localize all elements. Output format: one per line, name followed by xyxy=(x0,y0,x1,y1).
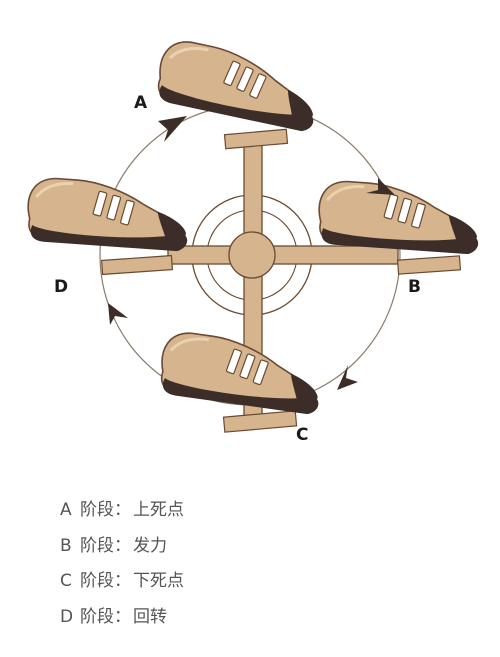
legend-description: 回转 xyxy=(133,606,167,627)
legend-description: 发力 xyxy=(133,535,167,556)
legend-description: 上死点 xyxy=(133,500,184,520)
pedal-icon xyxy=(223,128,289,150)
pedal-icon xyxy=(396,255,462,275)
legend-item-a: A 阶段：上死点 xyxy=(60,498,184,534)
crank-hub xyxy=(228,231,276,279)
shoe-icon xyxy=(315,178,484,257)
pedal-icon xyxy=(100,254,174,276)
pedal-icon xyxy=(222,410,298,433)
shoe-icon xyxy=(24,175,193,254)
arrowhead-icon xyxy=(108,303,128,325)
arrowhead-icon xyxy=(366,178,395,195)
shoe-icon xyxy=(155,328,328,417)
legend-item-b: B 阶段：发力 xyxy=(60,534,184,570)
stage-label-b: B xyxy=(408,277,421,297)
crank-arm-horizontal xyxy=(167,245,399,265)
legend-letter: D xyxy=(60,606,74,627)
stage-label-a: A xyxy=(134,93,148,113)
arrowhead-icon xyxy=(337,365,358,390)
stage-label-d: D xyxy=(54,277,68,297)
legend-item-d: D 阶段：回转 xyxy=(60,605,184,641)
arrowhead-icon xyxy=(158,116,187,142)
legend-item-c: C 阶段：下死点 xyxy=(60,569,184,605)
legend-stage-label: 阶段： xyxy=(80,606,131,627)
legend-letter: A xyxy=(60,500,72,520)
legend-letter: C xyxy=(60,571,72,591)
stage-label-c: C xyxy=(296,425,308,445)
legend-stage-label: 阶段： xyxy=(80,500,131,520)
crank-cycle-diagram: A B C D xyxy=(24,35,484,445)
legend-stage-label: 阶段： xyxy=(80,535,131,556)
legend-letter: B xyxy=(60,535,72,556)
legend-stage-label: 阶段： xyxy=(80,571,131,591)
legend-description: 下死点 xyxy=(133,571,184,591)
